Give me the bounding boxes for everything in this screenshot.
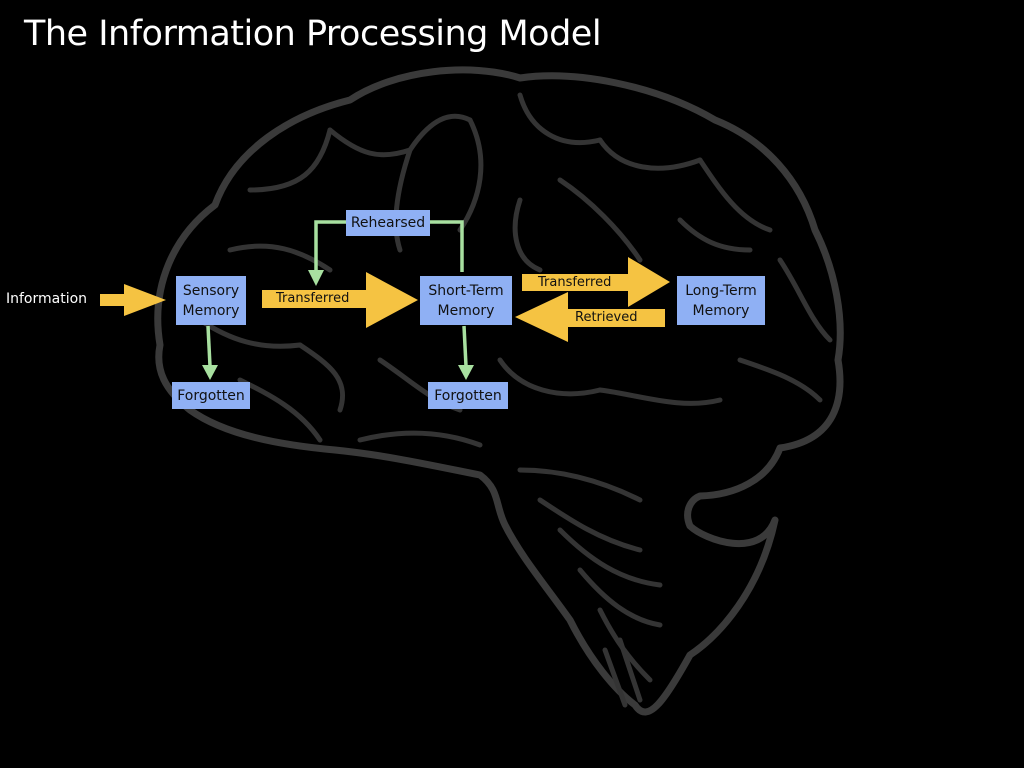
rehearsal-loop-arrow xyxy=(314,220,464,272)
forget-arrow-short-term xyxy=(462,325,468,367)
transfer-arrow-sensory-to-short-term xyxy=(262,272,418,328)
retrieve-arrow-long-to-short-term xyxy=(515,292,665,342)
input-label: Information xyxy=(6,291,88,307)
forget-arrowhead-sensory xyxy=(202,365,218,380)
forget-arrowhead-short-term xyxy=(458,365,474,380)
forgotten-box-sensory: Forgotten xyxy=(172,382,250,409)
long-term-memory-line1: Long-Term xyxy=(685,282,757,299)
short-term-memory-line2: Memory xyxy=(437,302,495,319)
forget-arrow-sensory xyxy=(206,325,212,367)
rehearsed-box: Rehearsed xyxy=(346,210,430,236)
transferred-label-sensory: Transferred xyxy=(276,291,350,306)
long-term-memory-box: Long-Term Memory xyxy=(677,276,765,325)
forgotten-box-short-term: Forgotten xyxy=(428,382,508,409)
rehearsal-arrowhead xyxy=(308,270,324,286)
slide-title: The Information Processing Model xyxy=(24,14,602,54)
short-term-memory-box: Short-Term Memory xyxy=(420,276,512,325)
input-arrow xyxy=(100,284,166,316)
long-term-memory-line2: Memory xyxy=(692,302,750,319)
sensory-memory-box: Sensory Memory xyxy=(176,276,246,325)
transfer-arrow-short-to-long-term xyxy=(522,257,670,307)
transferred-label-long-term: Transferred xyxy=(538,275,612,290)
sensory-memory-line1: Sensory xyxy=(182,282,240,299)
retrieved-label: Retrieved xyxy=(575,310,638,325)
sensory-memory-line2: Memory xyxy=(182,302,240,319)
short-term-memory-line1: Short-Term xyxy=(428,282,504,299)
